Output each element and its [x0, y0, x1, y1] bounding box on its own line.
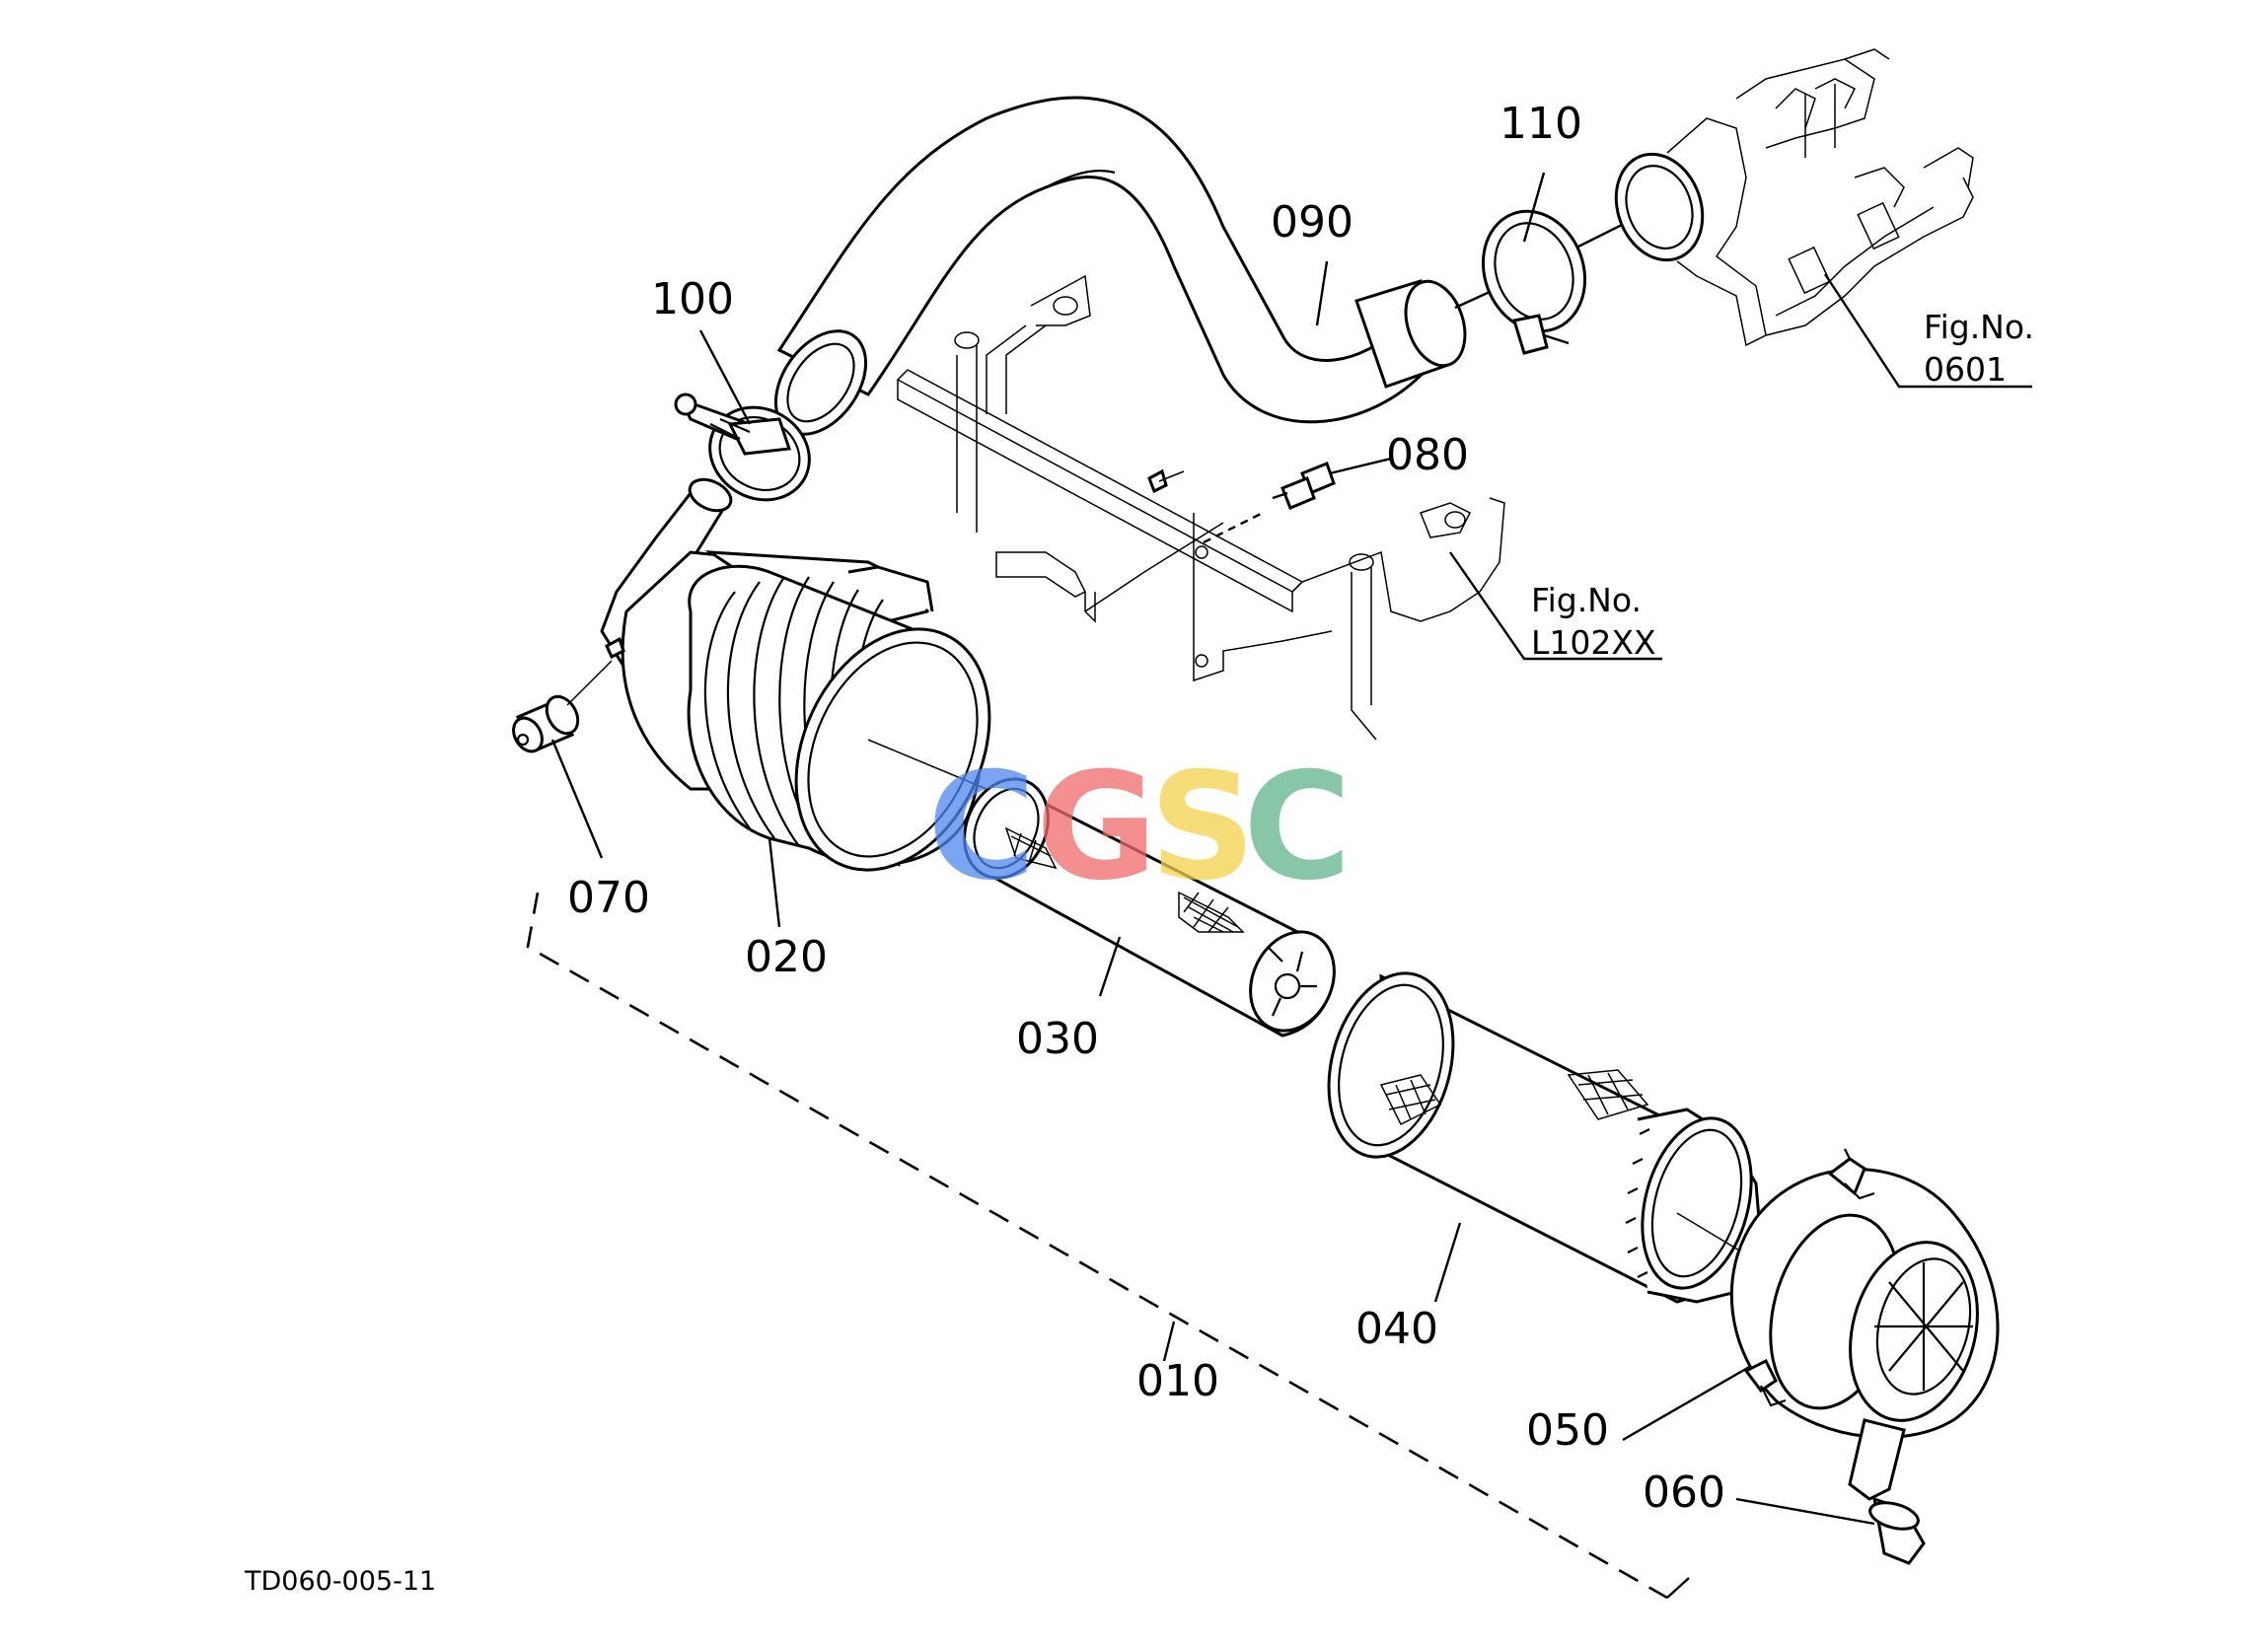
label-050: 050 — [1526, 1405, 1609, 1456]
label-020: 020 — [745, 932, 828, 982]
cover-050 — [1729, 1148, 2000, 1439]
label-080: 080 — [1386, 430, 1469, 480]
hose-clamp-110 — [1454, 209, 1648, 355]
figure-ref-l102xx-caption: Fig.No. — [1531, 581, 1642, 619]
assembly-bracket-010 — [526, 892, 1690, 1600]
label-090: 090 — [1271, 197, 1353, 248]
label-060: 060 — [1643, 1467, 1725, 1518]
bolt-080 — [1272, 457, 1392, 510]
leader-lines — [550, 172, 2032, 1526]
bracket-assembly — [896, 274, 1505, 741]
label-030: 030 — [1016, 1014, 1099, 1064]
watermark-letter-3: S — [1149, 742, 1256, 913]
watermark-letter-1: C — [927, 742, 1036, 913]
intake-manifold — [1614, 48, 1974, 347]
label-110: 110 — [1500, 99, 1582, 149]
watermark: C G S C — [927, 742, 1352, 913]
figure-ref-l102xx: Fig.No. L102XX — [1531, 581, 1656, 662]
label-100: 100 — [651, 274, 734, 324]
drawing-code: TD060-005-11 — [244, 1566, 436, 1597]
label-010: 010 — [1136, 1356, 1219, 1406]
figure-ref-l102xx-number: L102XX — [1531, 623, 1656, 662]
figure-ref-0601-caption: Fig.No. — [1924, 308, 2034, 346]
part-labels: 010 020 030 040 050 060 070 080 090 100 … — [567, 99, 1725, 1518]
label-040: 040 — [1355, 1304, 1438, 1354]
evacuator-valve-070 — [512, 636, 625, 753]
figure-ref-0601: Fig.No. 0601 — [1924, 308, 2034, 389]
watermark-letter-4: C — [1243, 742, 1352, 913]
label-070: 070 — [567, 873, 650, 923]
air-cleaner-body — [600, 477, 991, 872]
inner-element-030 — [963, 777, 1336, 1038]
hose-clamp-100 — [674, 393, 811, 502]
figure-ref-0601-number: 0601 — [1924, 350, 2007, 389]
intake-hose — [773, 96, 1467, 436]
watermark-letter-2: G — [1036, 742, 1157, 913]
dust-valve-060 — [1848, 1418, 1926, 1565]
outer-element-040 — [1327, 971, 1777, 1304]
